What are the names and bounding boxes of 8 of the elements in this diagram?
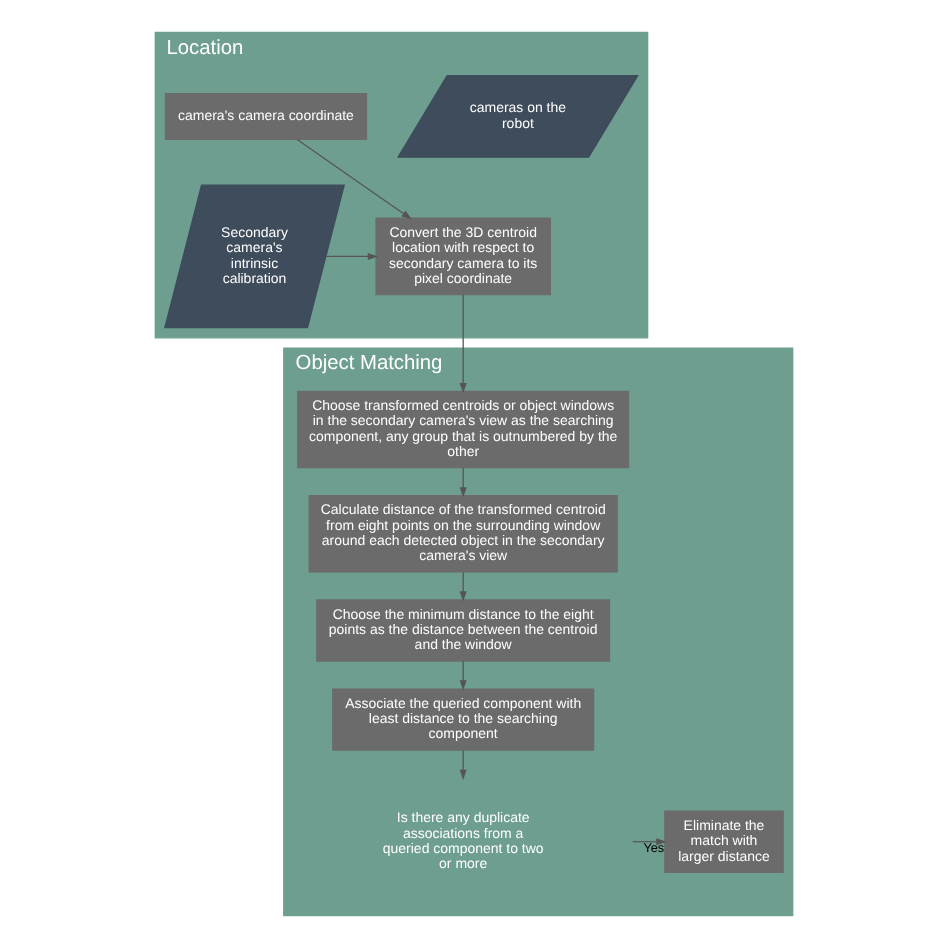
arrow [459,294,467,394]
arrow [459,571,467,602]
arrow [632,838,667,846]
arrow [325,252,378,260]
arrow [296,138,412,220]
arrow [459,467,467,498]
arrow [459,749,467,780]
arrow [459,660,467,691]
